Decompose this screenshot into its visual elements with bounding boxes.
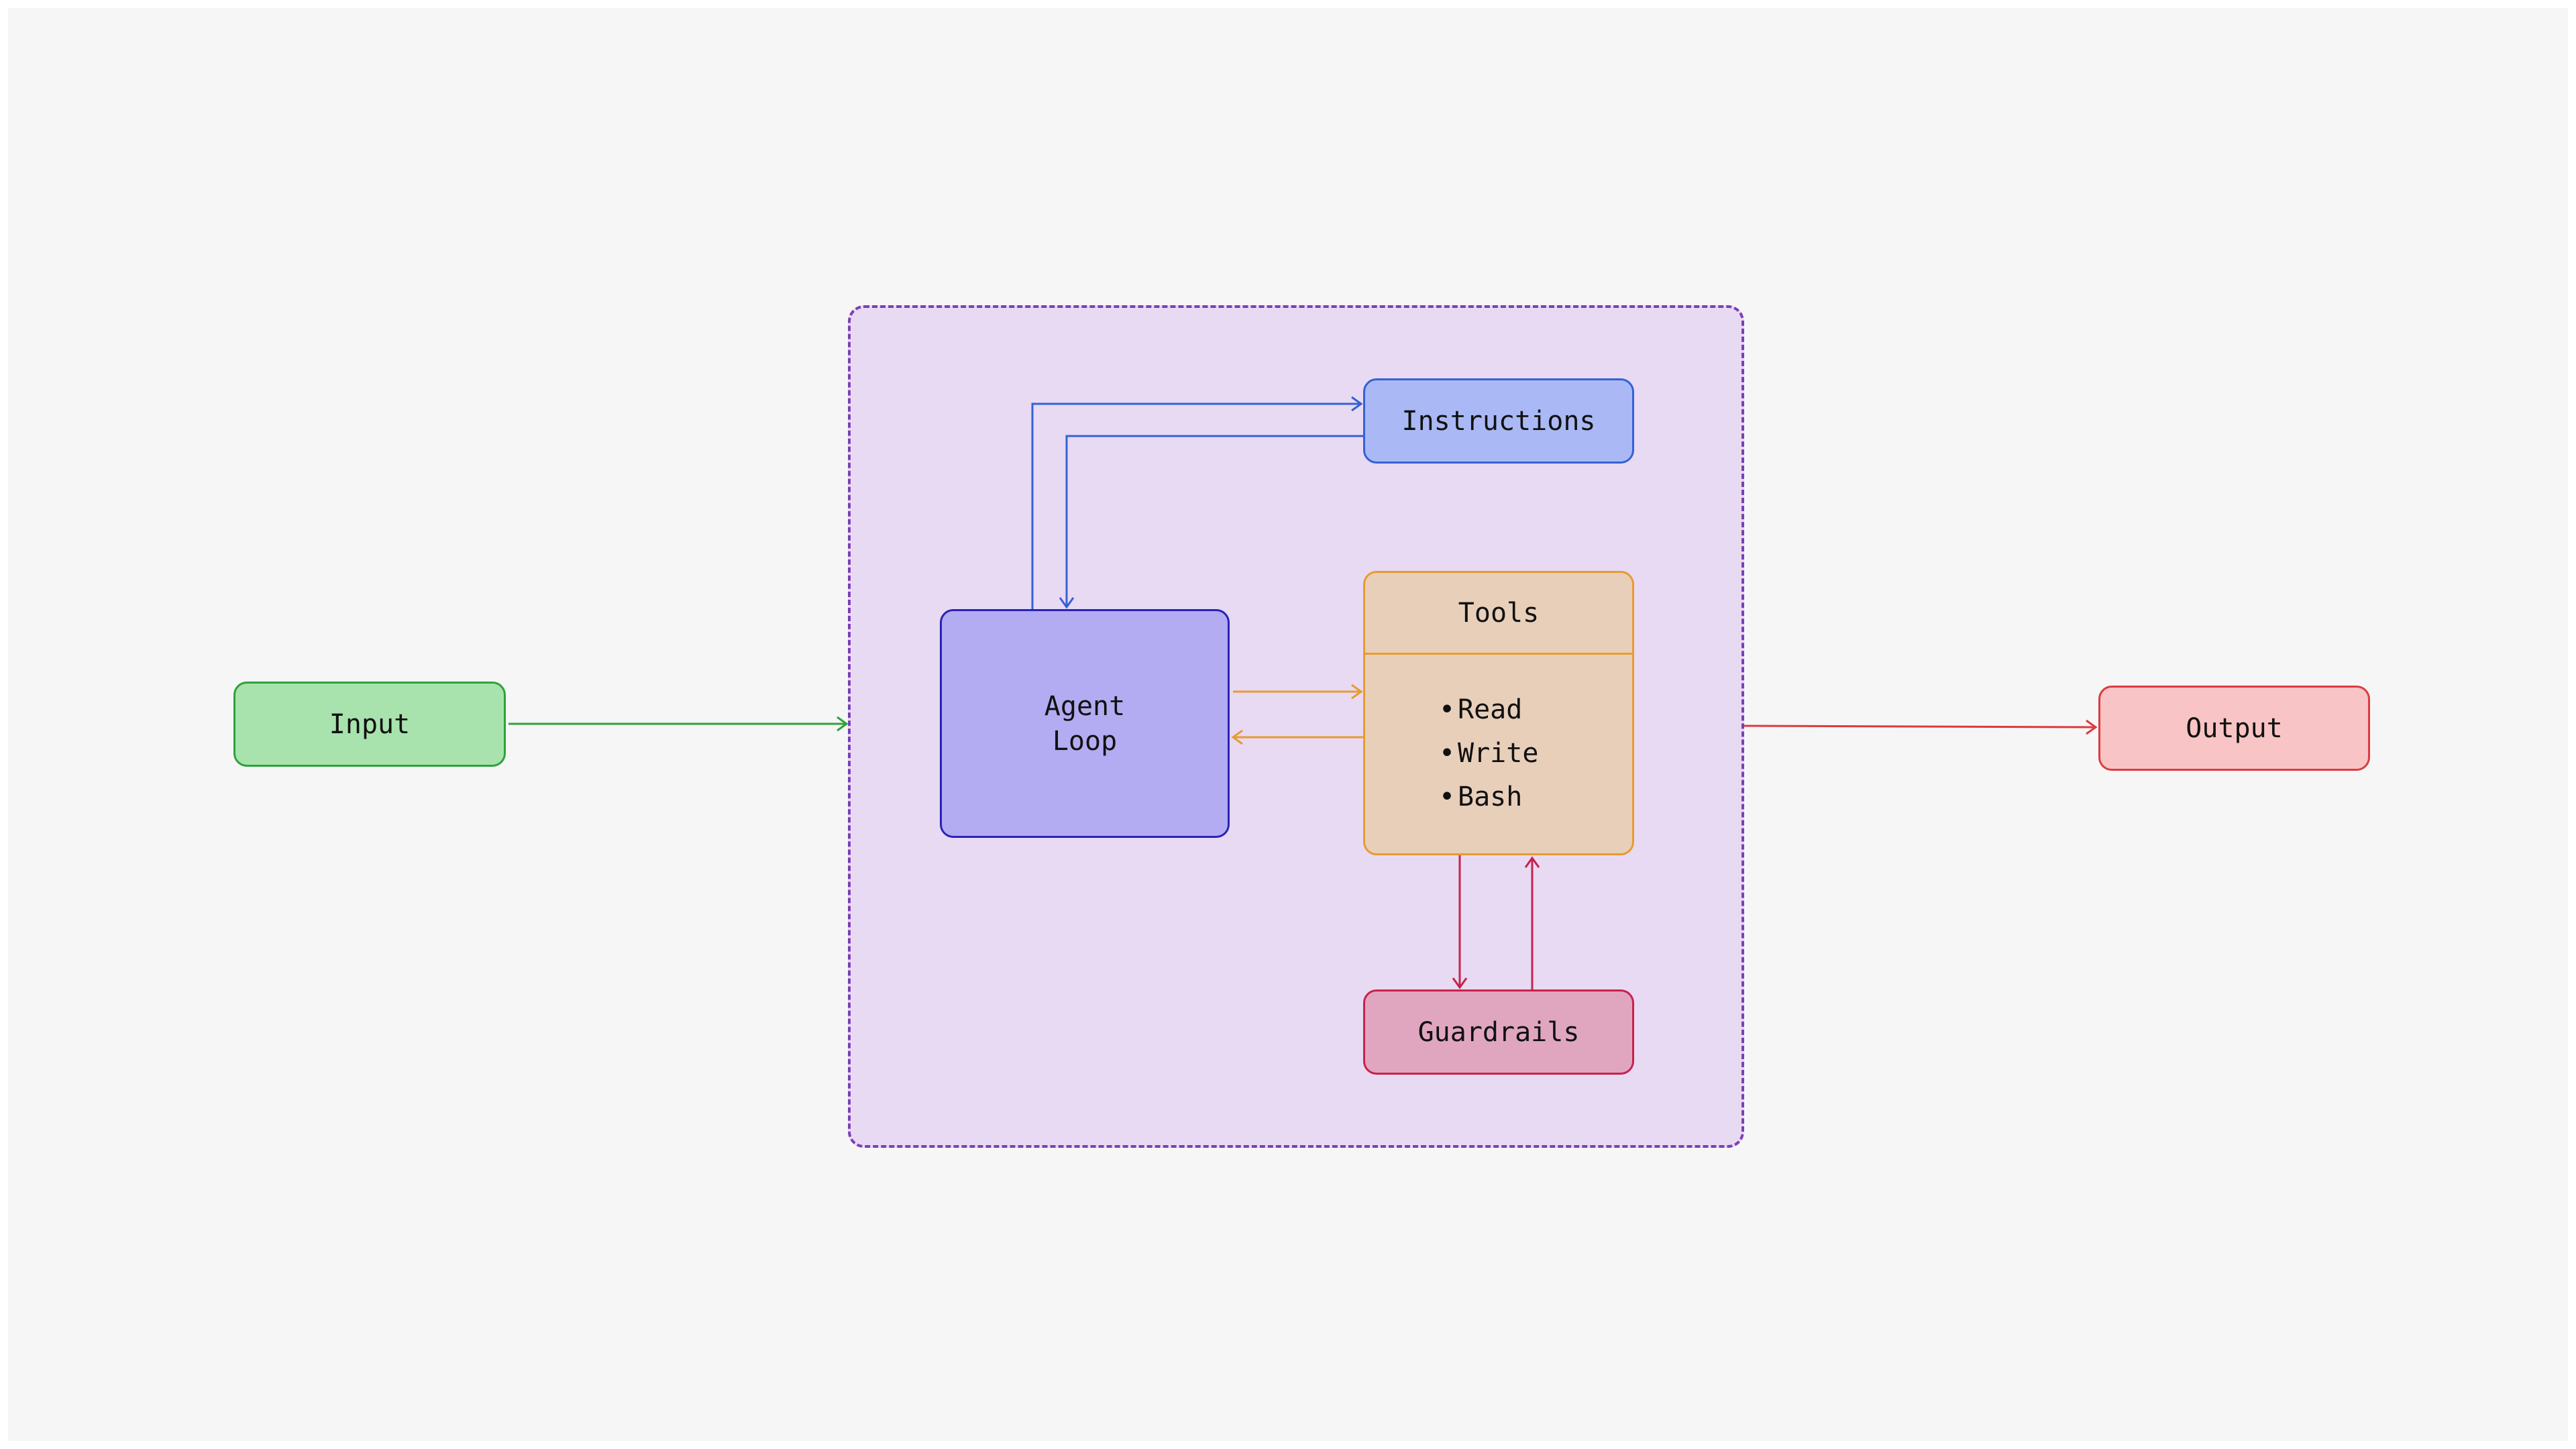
input-label: Input <box>329 708 411 740</box>
tools-item-label: Write <box>1458 738 1539 769</box>
bullet-glyph: • <box>1439 738 1456 769</box>
instructions-label: Instructions <box>1401 405 1596 437</box>
instructions-node: Instructions <box>1363 378 1634 464</box>
tools-item-bash: •Bash <box>1439 775 1538 819</box>
tools-title: Tools <box>1458 597 1540 629</box>
output-node: Output <box>2098 686 2370 771</box>
agent-loop-label-line1: Agent <box>1044 690 1126 722</box>
tools-item-read: •Read <box>1439 688 1538 732</box>
tools-node: Tools •Read •Write •Bash <box>1363 571 1634 855</box>
tools-item-label: Bash <box>1458 782 1523 812</box>
bullet-glyph: • <box>1439 694 1456 725</box>
output-label: Output <box>2186 712 2283 744</box>
tools-item-write: •Write <box>1439 732 1538 775</box>
tools-list: •Read •Write •Bash <box>1439 688 1538 819</box>
input-node: Input <box>233 682 506 767</box>
guardrails-node: Guardrails <box>1363 989 1634 1075</box>
agent-loop-node: Agent Loop <box>940 609 1230 838</box>
tools-header: Tools <box>1365 573 1632 655</box>
bullet-glyph: • <box>1439 782 1456 812</box>
agent-loop-label-line2: Loop <box>1052 725 1118 757</box>
guardrails-label: Guardrails <box>1417 1016 1580 1048</box>
tools-item-label: Read <box>1458 694 1523 725</box>
